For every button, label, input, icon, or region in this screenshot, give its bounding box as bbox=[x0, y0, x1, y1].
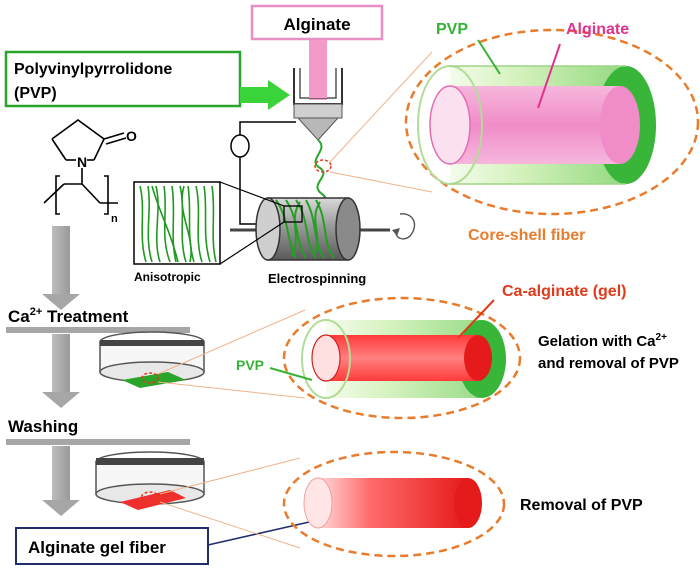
pvp-dish-label: PVP bbox=[236, 357, 264, 373]
collector-drum bbox=[230, 197, 416, 261]
process-arrow-2 bbox=[42, 334, 80, 408]
final-fiber-zoom bbox=[159, 450, 506, 558]
pvp-structure bbox=[43, 119, 127, 215]
subscript-n: n bbox=[111, 213, 118, 225]
jet-zoom-marker bbox=[314, 159, 332, 173]
atom-n-label: N bbox=[77, 154, 87, 170]
alginate-gel-fiber-box: Alginate gel fiber bbox=[15, 527, 209, 565]
gelation-line1: Gelation with Ca2+ bbox=[538, 332, 667, 350]
alginate-gel-fiber-label: Alginate gel fiber bbox=[28, 538, 166, 557]
voltage-circuit bbox=[230, 121, 296, 225]
pvp-fiber-pointer bbox=[477, 39, 501, 75]
alginate-feed-box: Alginate bbox=[250, 4, 384, 41]
pvp-dish-pointer bbox=[269, 367, 313, 381]
ca-alginate-pointer bbox=[457, 299, 495, 339]
removal-pvp-label: Removal of PVP bbox=[520, 497, 643, 514]
pvp-feed-arrow bbox=[240, 80, 290, 110]
pvp-title-line1: Polyvinylpyrrolidone bbox=[14, 61, 172, 78]
atom-o-label: O bbox=[126, 128, 137, 144]
alginate-fiber-label: Alginate bbox=[566, 21, 629, 38]
petri-dish-treatment bbox=[99, 331, 205, 388]
pvp-title-box: Polyvinylpyrrolidone (PVP) bbox=[4, 50, 242, 108]
ca-treatment-label: Ca2+ Treatment bbox=[8, 306, 129, 326]
petri-dish-washing bbox=[95, 451, 205, 510]
gelation-line2: and removal of PVP bbox=[538, 355, 679, 372]
anisotropic-label: Anisotropic bbox=[134, 270, 201, 284]
core-shell-label: Core-shell fiber bbox=[468, 227, 585, 244]
core-shell-zoom bbox=[329, 28, 700, 216]
alginate-feed-label: Alginate bbox=[283, 15, 350, 34]
alginate-fiber-pointer bbox=[537, 43, 561, 109]
process-arrow-3 bbox=[42, 446, 80, 516]
process-arrow-1 bbox=[42, 226, 80, 310]
anisotropic-inset bbox=[133, 181, 285, 265]
pvp-title-line2: (PVP) bbox=[14, 85, 57, 102]
gel-fiber-pointer bbox=[207, 519, 319, 546]
spinneret bbox=[293, 68, 343, 141]
pvp-fiber-label: PVP bbox=[436, 21, 468, 38]
ca-alginate-label: Ca-alginate (gel) bbox=[502, 283, 626, 300]
electrospinning-label: Electrospinning bbox=[268, 271, 366, 286]
washing-label: Washing bbox=[8, 417, 78, 436]
gelation-zoom bbox=[157, 296, 522, 420]
